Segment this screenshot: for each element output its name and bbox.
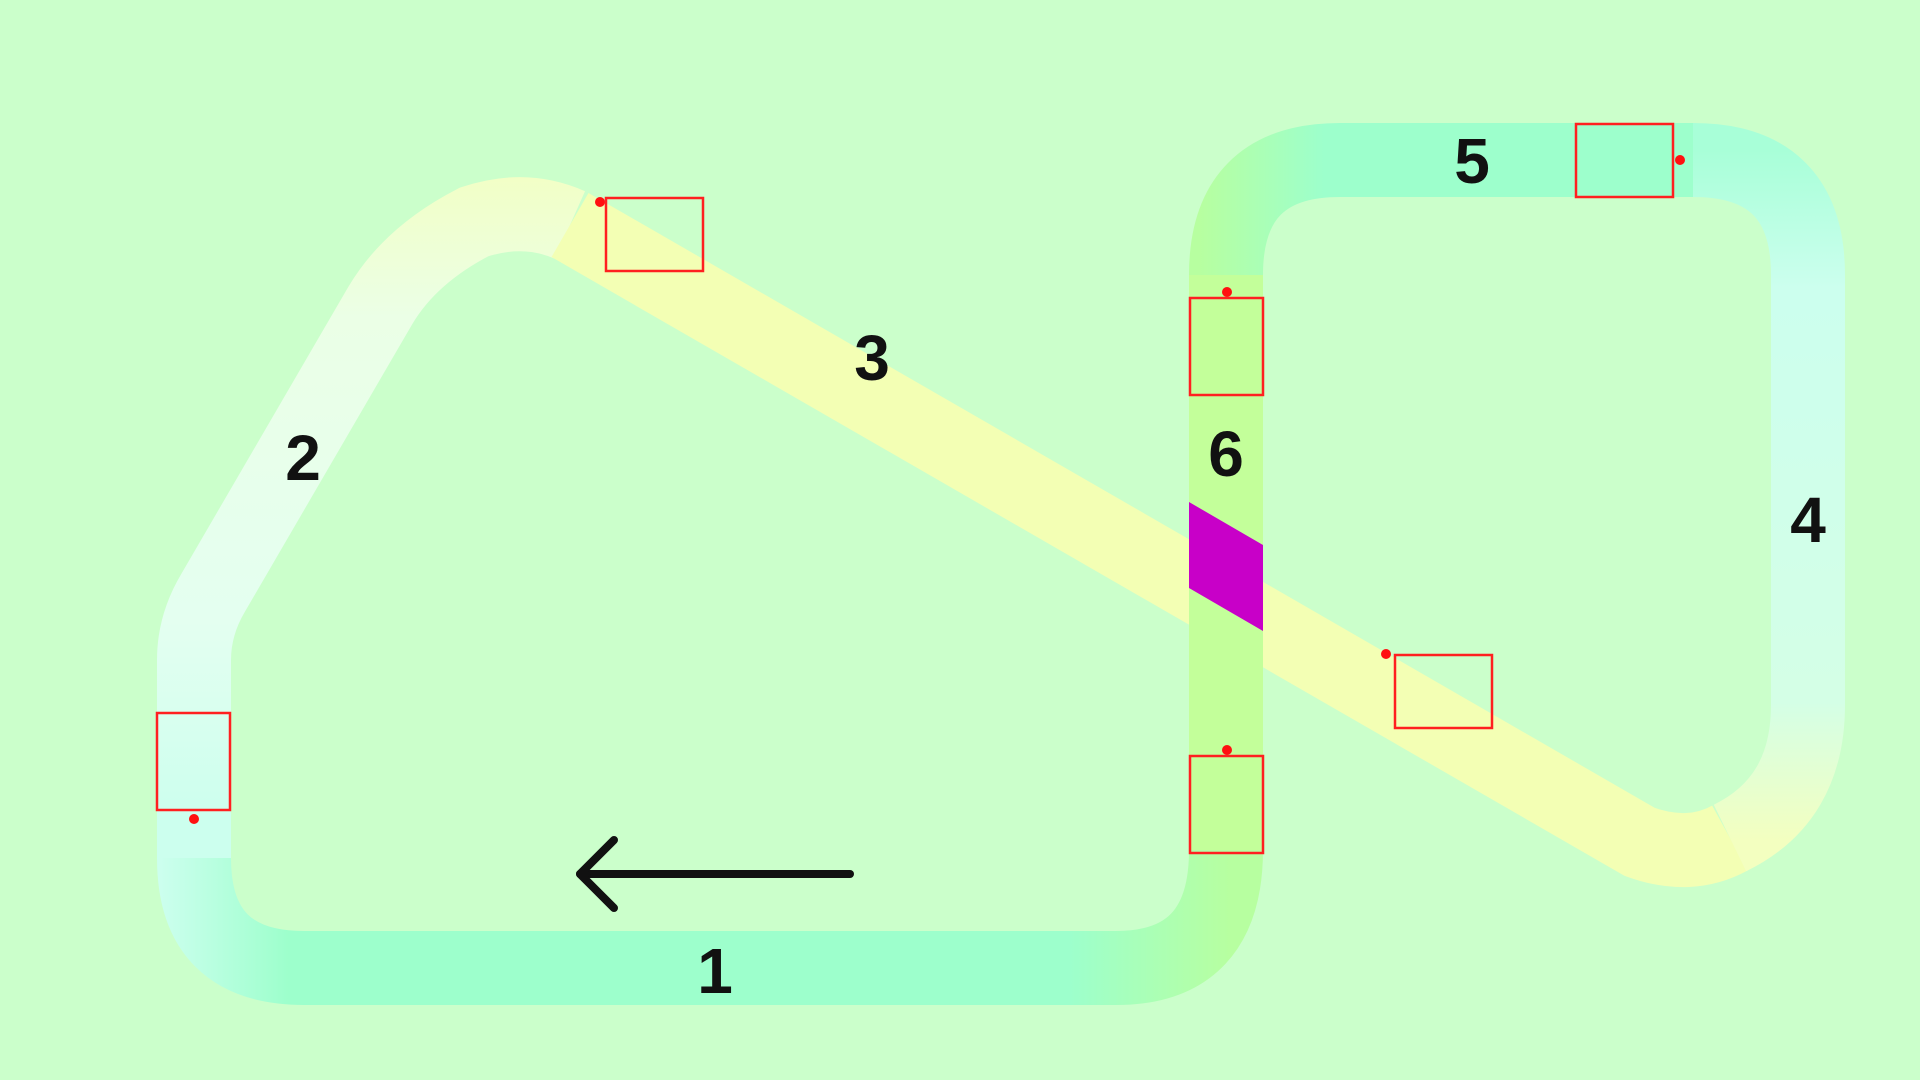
segment-label-1: 1 — [697, 935, 733, 1007]
segment-label-4: 4 — [1790, 484, 1826, 556]
track-segment-2 — [157, 177, 586, 858]
car-segment-5[interactable] — [1574, 122, 1685, 199]
direction-arrow-icon — [576, 836, 854, 912]
segment-label-3: 3 — [854, 322, 890, 394]
segment-label-6: 6 — [1208, 418, 1244, 490]
car-segment-3-upper[interactable] — [595, 196, 705, 273]
track-segment-5 — [1189, 123, 1693, 277]
car-segment-2[interactable] — [155, 711, 232, 824]
car-segment-3-lower[interactable] — [1381, 649, 1494, 730]
car-segment-6-lower[interactable] — [1188, 745, 1265, 855]
car-segment-6-upper[interactable] — [1188, 287, 1265, 397]
segment-label-5: 5 — [1454, 125, 1490, 197]
track-crossing — [1189, 502, 1263, 631]
track-segment-3 — [551, 192, 1748, 887]
track-segment-4 — [1691, 123, 1845, 872]
segment-label-2: 2 — [285, 422, 321, 494]
cars-layer — [155, 122, 1685, 855]
track-segment-1 — [157, 849, 1263, 1005]
